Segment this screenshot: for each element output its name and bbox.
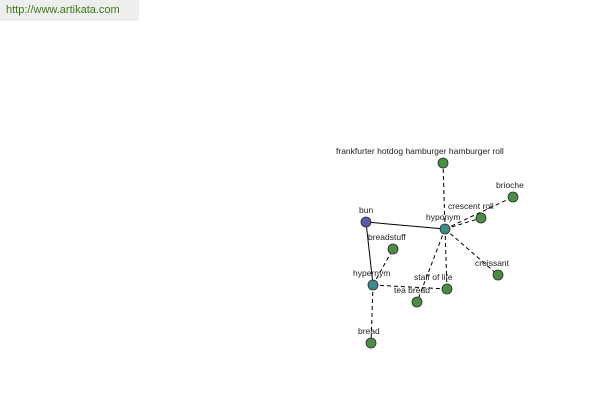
node-breadstuff[interactable] <box>387 243 399 255</box>
node-label-crescent: crescent roll <box>448 201 494 211</box>
node-staff[interactable] <box>441 283 453 295</box>
node-label-brioche: brioche <box>496 180 524 190</box>
node-label-hyponym: hyponym <box>426 212 461 222</box>
source-banner: http://www.artikata.com <box>0 0 139 21</box>
node-croissant[interactable] <box>492 269 504 281</box>
node-label-tea: tea bread <box>394 285 430 295</box>
node-label-bread: bread <box>358 326 380 336</box>
node-frankfurter[interactable] <box>437 157 449 169</box>
edge-hypernym-bread <box>370 284 374 344</box>
edge-bun-hypernym <box>365 221 374 286</box>
nodes-layer <box>360 157 519 349</box>
edge-hyponym-crescent <box>444 217 482 230</box>
edge-hypernym-staff <box>372 284 448 290</box>
labels-layer: bun hyponym hypernym frankfurter hotdog ham… <box>336 146 524 336</box>
node-bun[interactable] <box>360 216 372 228</box>
node-hyponym[interactable] <box>439 223 451 235</box>
node-hypernym[interactable] <box>367 279 379 291</box>
node-label-croissant: croissant <box>475 258 510 268</box>
edge-bun-hyponym <box>365 221 446 230</box>
edge-hyponym-tea <box>416 228 446 303</box>
edge-hyponym-croissant <box>444 228 499 276</box>
node-label-breadstuff: breadstuff <box>368 232 406 242</box>
node-tea[interactable] <box>411 296 423 308</box>
node-crescent[interactable] <box>475 212 487 224</box>
node-label-staff: staff of life <box>414 272 453 282</box>
edge-hypernym-breadstuff <box>372 248 394 286</box>
node-label-frankfurter: frankfurter hotdog hamburger hamburger r… <box>336 146 504 156</box>
node-label-bun: bun <box>359 205 373 215</box>
edges-layer <box>365 162 514 344</box>
edge-hyponym-staff <box>444 228 448 290</box>
node-bread[interactable] <box>365 337 377 349</box>
source-link[interactable]: http://www.artikata.com <box>6 4 120 16</box>
node-label-hypernym: hypernym <box>353 268 390 278</box>
node-brioche[interactable] <box>507 191 519 203</box>
